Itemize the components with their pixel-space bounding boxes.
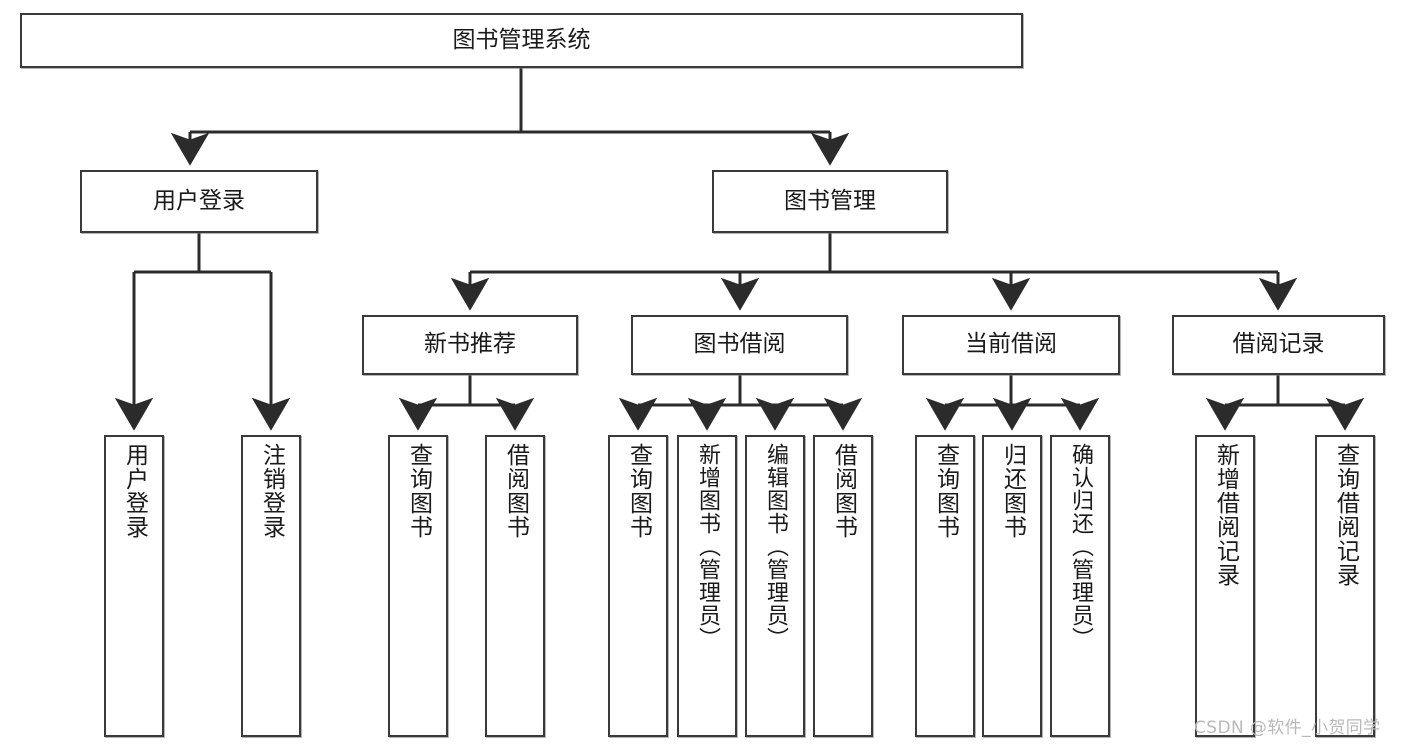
node-book-borrow-label: 图书借阅 xyxy=(693,331,786,358)
leaf-new-book-query-label: 查询图书 xyxy=(405,443,432,539)
leaf-book-borrow-borrow[interactable]: 借阅图书 xyxy=(813,435,873,737)
node-borrow-record-label: 借阅记录 xyxy=(1232,331,1325,358)
leaf-user-login-logout-label: 注销登录 xyxy=(258,443,285,539)
node-borrow-record[interactable]: 借阅记录 xyxy=(1172,315,1385,375)
node-book-management-label: 图书管理 xyxy=(784,187,876,214)
leaf-borrow-record-query[interactable]: 查询借阅记录 xyxy=(1315,435,1375,737)
node-user-login-label: 用户登录 xyxy=(153,187,245,214)
leaf-new-book-borrow[interactable]: 借阅图书 xyxy=(485,435,545,737)
leaf-user-login-login[interactable]: 用户登录 xyxy=(104,435,164,737)
node-new-book-recommend[interactable]: 新书推荐 xyxy=(362,315,578,375)
node-book-borrow[interactable]: 图书借阅 xyxy=(631,315,848,375)
leaf-current-borrow-return[interactable]: 归还图书 xyxy=(982,435,1042,737)
leaf-borrow-record-query-label: 查询借阅记录 xyxy=(1332,443,1359,587)
node-current-borrow-label: 当前借阅 xyxy=(965,331,1057,358)
leaf-current-borrow-confirm[interactable]: 确认归还（管理员） xyxy=(1050,435,1110,737)
leaf-user-login-login-label: 用户登录 xyxy=(121,443,148,539)
node-root-label: 图书管理系统 xyxy=(452,26,591,53)
leaf-book-borrow-edit-label: 编辑图书（管理员） xyxy=(763,443,788,650)
leaf-book-borrow-add[interactable]: 新增图书（管理员） xyxy=(677,435,737,737)
leaf-book-borrow-edit[interactable]: 编辑图书（管理员） xyxy=(745,435,805,737)
leaf-book-borrow-query[interactable]: 查询图书 xyxy=(608,435,668,737)
leaf-borrow-record-add[interactable]: 新增借阅记录 xyxy=(1195,435,1255,737)
leaf-user-login-logout[interactable]: 注销登录 xyxy=(241,435,301,737)
node-user-login[interactable]: 用户登录 xyxy=(80,170,318,233)
leaf-new-book-query[interactable]: 查询图书 xyxy=(388,435,448,737)
node-current-borrow[interactable]: 当前借阅 xyxy=(902,315,1120,375)
leaf-current-borrow-query[interactable]: 查询图书 xyxy=(915,435,975,737)
leaf-current-borrow-confirm-label: 确认归还（管理员） xyxy=(1068,443,1093,650)
leaf-new-book-borrow-label: 借阅图书 xyxy=(502,443,529,539)
node-new-book-recommend-label: 新书推荐 xyxy=(424,331,516,358)
leaf-book-borrow-borrow-label: 借阅图书 xyxy=(830,443,857,539)
node-book-management[interactable]: 图书管理 xyxy=(712,170,948,233)
node-root[interactable]: 图书管理系统 xyxy=(20,13,1023,68)
leaf-book-borrow-query-label: 查询图书 xyxy=(625,443,652,539)
leaf-borrow-record-add-label: 新增借阅记录 xyxy=(1212,443,1239,587)
leaf-current-borrow-query-label: 查询图书 xyxy=(932,443,959,539)
leaf-current-borrow-return-label: 归还图书 xyxy=(999,443,1026,539)
leaf-book-borrow-add-label: 新增图书（管理员） xyxy=(695,443,720,650)
